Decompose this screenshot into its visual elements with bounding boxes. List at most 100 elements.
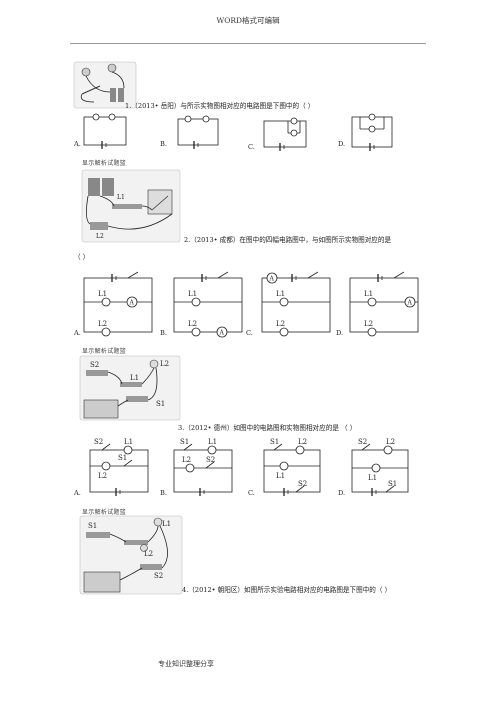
svg-text:S2: S2 [298,480,307,488]
photo-label-l2: L2 [96,233,104,240]
ammeter-icon [126,296,138,308]
svg-text:S1: S1 [388,480,397,488]
svg-text:L2: L2 [188,320,197,328]
q3-circuit-c: S1 L2 L1 S2 [263,438,321,496]
svg-text:S2: S2 [206,456,215,464]
q3-option-b[interactable]: B. [160,489,167,497]
svg-text:L2: L2 [298,438,307,446]
lamp-icon [101,461,111,471]
q1-photo [73,61,137,109]
svg-text:L2: L2 [276,320,285,328]
q3-option-a[interactable]: A. [74,489,81,497]
svg-text:S1: S1 [180,438,189,446]
lamp-icon [207,445,217,455]
svg-text:L1: L1 [364,290,373,298]
svg-text:L1: L1 [368,474,377,482]
q1-option-b[interactable]: B. [160,140,167,148]
header-divider [70,43,426,44]
q2-photo: L1 L2 [81,169,181,243]
q1-circuit-b [177,115,219,149]
svg-text:L2: L2 [98,320,107,328]
lamp-icon [279,461,289,471]
ammeter-icon [216,326,228,338]
svg-text:A: A [407,300,413,307]
q4-photo: S1 L1 L2 S2 [79,515,183,595]
q2-option-a[interactable]: A. [74,329,81,337]
lamp-icon [185,463,195,473]
svg-text:S2: S2 [154,572,163,580]
svg-text:S1: S1 [156,400,165,408]
svg-text:S1: S1 [88,522,97,530]
svg-text:S2: S2 [90,361,99,369]
lamp-icon [367,297,377,307]
q3-circuit-b: S1 L1 L2 S2 [173,438,233,496]
svg-text:L1: L1 [124,438,133,446]
lamp-icon [184,115,192,123]
lamp-icon [279,327,289,337]
photo-label-l1: L1 [117,194,125,201]
svg-text:L2: L2 [98,472,107,480]
svg-text:L1: L1 [188,290,197,298]
q1-question: 1.（2013• 岳阳）与所示实物图相对应的电路图是下图中的（ ） [125,102,315,110]
q2-circuit-c: A L1 L2 [261,271,331,337]
svg-text:S1: S1 [270,438,279,446]
q1-option-a[interactable]: A. [74,140,81,148]
lamp-icon [295,445,305,455]
svg-text:L1: L1 [130,374,139,382]
lamp-icon [383,445,393,455]
lamp-icon [191,297,201,307]
svg-text:S2: S2 [94,438,103,446]
q3-question: 3.（2012• 德州）如图中的电路图和实物图相对应的是 （ ） [178,424,357,432]
svg-text:L1: L1 [276,472,285,480]
svg-text:S2: S2 [358,438,367,446]
svg-text:L1: L1 [162,520,171,528]
q3-circuit-d: S2 L2 L1 S1 [351,438,409,496]
q2-option-b[interactable]: B. [160,329,167,337]
svg-text:L2: L2 [144,550,153,558]
q2-option-d[interactable]: D. [336,329,344,337]
q2-question-cont: （ ） [74,253,90,261]
svg-text:L2: L2 [182,456,191,464]
svg-text:L2: L2 [160,360,169,368]
q3-circuit-a: S2 L1 S1 L2 [89,438,149,496]
q3-photo: S2 L2 L1 S1 [79,355,181,421]
q3-option-d[interactable]: D. [338,489,346,497]
q3-option-c[interactable]: C. [248,489,255,497]
svg-text:L2: L2 [364,320,373,328]
lamp-icon [92,113,100,121]
q4-question: 4.（2012• 朝阳区）如图所示实验电路相对应的电路图是下图中的（ ） [182,586,392,594]
q2-circuit-b: A L1 L2 [173,271,243,338]
q3-hint[interactable]: 显示解析试题篮 [82,509,127,516]
lamp-icon [123,445,133,455]
lamp-icon [279,297,289,307]
page-header-title: WORD格式可编辑 [216,16,280,25]
svg-text:L1: L1 [98,290,107,298]
q1-circuit-d [351,113,393,151]
q2-circuit-d: A L1 L2 [349,271,419,337]
lamp-icon [367,327,377,337]
lamp-icon [290,129,298,137]
svg-text:S1: S1 [118,454,127,462]
lamp-icon [101,297,111,307]
svg-text:A: A [269,276,275,283]
svg-text:L1: L1 [276,290,285,298]
q1-circuit-c [263,117,307,151]
lamp-icon [290,117,298,125]
q2-question: 2.（2013• 成都）在图中的四幅电路图中，与如图所示实物图对应的是 [184,236,392,244]
q2-option-c[interactable]: C. [246,329,253,337]
lamp-icon [368,113,376,121]
q1-hint[interactable]: 显示解析试题篮 [82,160,127,167]
page-footer: 专业知识整理分享 [158,660,214,668]
svg-text:L2: L2 [386,438,395,446]
q2-circuit-a: A L1 L2 [83,271,153,337]
q1-circuit-a [83,113,127,149]
q1-option-c[interactable]: C. [248,143,255,151]
q1-option-d[interactable]: D. [338,140,346,148]
lamp-icon [108,113,116,121]
lamp-icon [202,115,210,123]
q2-hint[interactable]: 显示解析试题篮 [82,348,127,355]
lamp-icon [191,327,201,337]
lamp-icon [371,463,381,473]
svg-text:A: A [219,330,225,337]
lamp-icon [101,327,111,337]
